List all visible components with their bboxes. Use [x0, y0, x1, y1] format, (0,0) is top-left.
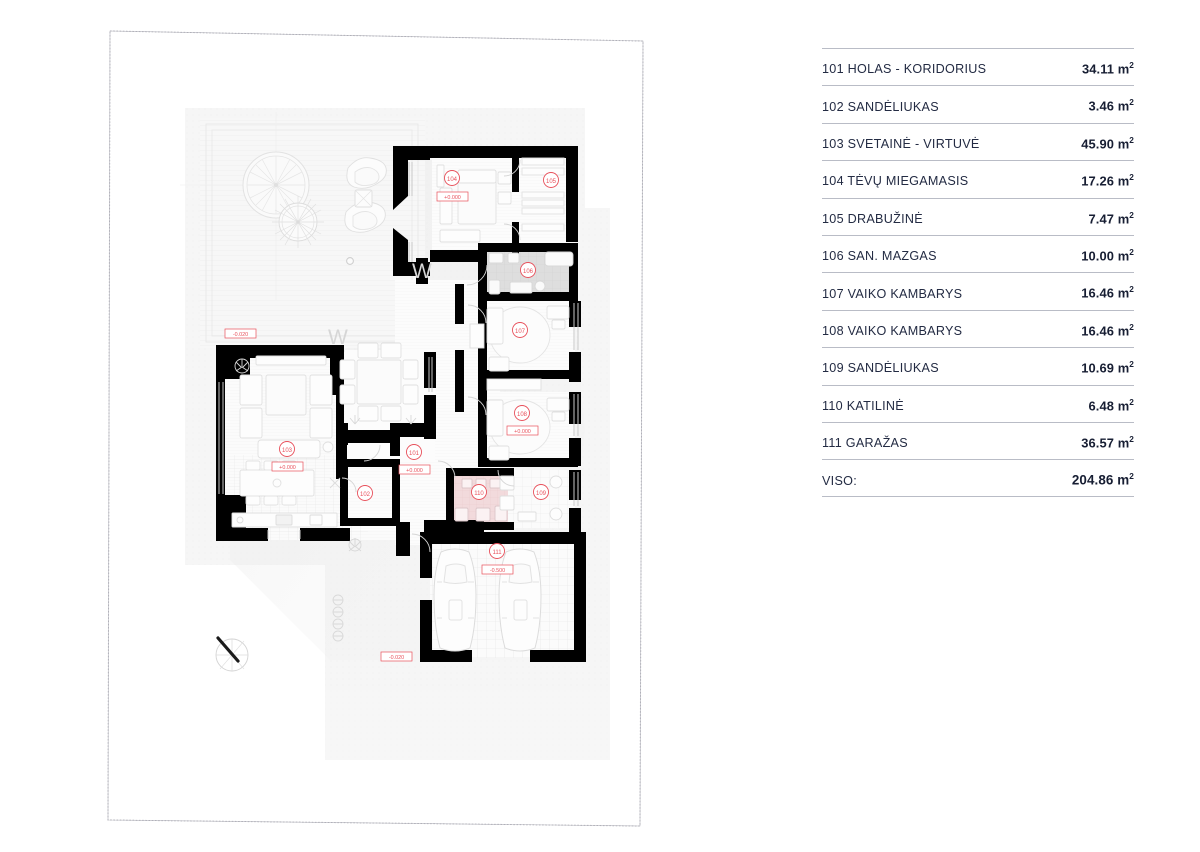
room-area: 3.46 m2 [1088, 97, 1134, 114]
svg-text:-0.020: -0.020 [233, 332, 248, 338]
furniture [231, 157, 574, 652]
floor-plan-drawing: 104 +0.000 105 106 107 108 [107, 30, 644, 827]
svg-text:W: W [412, 260, 432, 283]
room-name: 108 VAIKO KAMBARYS [822, 324, 963, 339]
room-tag-105: 105 [543, 172, 559, 188]
lounge-chair-icon [346, 157, 387, 189]
room-area: 45.90 m2 [1081, 134, 1134, 152]
table-row: 106 SAN. MAZGAS 10.00 m2 [822, 234, 1134, 272]
room-tag-111: 111 -0.500 [481, 543, 514, 575]
room-area: 16.46 m2 [1081, 284, 1134, 301]
room-tag-101: 101 +0.000 [398, 444, 431, 475]
plant-icon [349, 415, 417, 425]
svg-text:W: W [328, 326, 348, 349]
table-row: 110 KATILINĖ 6.48 m2 [822, 384, 1134, 422]
total-area: 204.86 m2 [1071, 471, 1134, 488]
svg-text:109: 109 [536, 491, 547, 497]
room-name: 111 GARAŽAS [822, 436, 908, 451]
car-icon [433, 548, 477, 652]
windows [218, 162, 579, 539]
shrub-icon [332, 594, 344, 642]
room-area: 10.69 m2 [1081, 359, 1134, 376]
svg-text:103: 103 [282, 448, 293, 454]
room-tag-102: 102 [357, 485, 373, 501]
room-name: 104 TĖVŲ MIEGAMASIS [822, 174, 969, 189]
room-name: 102 SANDĖLIUKAS [822, 99, 939, 114]
north-arrow-icon [215, 636, 249, 672]
table-row: 107 VAIKO KAMBARYS 16.46 m2 [822, 272, 1134, 309]
room-tag-104: 104 +0.000 [436, 170, 469, 202]
room-name: 106 SAN. MAZGAS [822, 249, 937, 264]
table-row: 105 DRABUŽINĖ 7.47 m2 [822, 197, 1134, 235]
room-name: 107 VAIKO KAMBARYS [822, 286, 963, 301]
svg-text:111: 111 [492, 550, 502, 556]
svg-text:+0.000: +0.000 [444, 195, 461, 201]
room-area: 16.46 m2 [1081, 321, 1134, 339]
plan-svg: 104 +0.000 105 106 107 108 [107, 30, 644, 827]
table-row: 108 VAIKO KAMBARYS 16.46 m2 [822, 309, 1134, 347]
svg-text:107: 107 [515, 329, 526, 335]
table-row: 101 HOLAS - KORIDORIUS 34.11 m2 [822, 48, 1134, 85]
room-area: 6.48 m2 [1088, 396, 1134, 413]
walls [216, 146, 586, 662]
room-tags: 104 +0.000 105 106 107 108 [224, 170, 559, 662]
table-row: 104 TĖVŲ MIEGAMASIS 17.26 m2 [822, 160, 1134, 197]
room-area: 17.26 m2 [1081, 172, 1134, 189]
lounge-chair-icon [344, 201, 386, 233]
room-area: 10.00 m2 [1081, 246, 1134, 264]
room-name: 109 SANDĖLIUKAS [822, 361, 939, 376]
room-name: 110 KATILINĖ [822, 398, 904, 413]
level-marker: -0.020 [380, 651, 413, 662]
area-schedule-table: 101 HOLAS - KORIDORIUS 34.11 m2 102 SAND… [822, 48, 1134, 497]
total-label: VISO: [822, 473, 857, 488]
site-annotation: W W [328, 260, 432, 349]
room-name: 101 HOLAS - KORIDORIUS [822, 62, 987, 77]
svg-text:104: 104 [447, 177, 458, 183]
svg-text:-0.500: -0.500 [490, 568, 505, 574]
room-area: 7.47 m2 [1088, 209, 1134, 226]
svg-text:+0.000: +0.000 [279, 465, 296, 471]
svg-text:108: 108 [517, 412, 528, 418]
svg-text:105: 105 [546, 179, 557, 185]
room-tag-106: 106 [520, 262, 536, 278]
plant-icon [234, 358, 250, 374]
car-icon [498, 548, 542, 652]
table-row-total: VISO: 204.86 m2 [822, 459, 1134, 497]
svg-text:110: 110 [474, 491, 484, 497]
table-row: 111 GARAŽAS 36.57 m2 [822, 421, 1134, 459]
room-tag-103: 103 +0.000 [271, 441, 304, 472]
terrace [180, 112, 430, 348]
room-name: 105 DRABUŽINĖ [822, 211, 923, 226]
plant-icon [348, 538, 362, 552]
svg-text:-0.020: -0.020 [389, 655, 404, 661]
svg-text:101: 101 [409, 451, 420, 457]
plot-boundary [107, 30, 644, 827]
table-row: 102 SANDĖLIUKAS 3.46 m2 [822, 85, 1134, 122]
door-swings [341, 159, 521, 553]
room-tag-107: 107 [512, 322, 528, 338]
svg-text:+0.000: +0.000 [514, 429, 531, 435]
table-row: 109 SANDĖLIUKAS 10.69 m2 [822, 347, 1134, 384]
room-tag-108: 108 +0.000 [506, 405, 539, 436]
side-table-icon [354, 189, 373, 208]
table-row: 103 SVETAINĖ - VIRTUVĖ 45.90 m2 [822, 122, 1134, 160]
room-area: 36.57 m2 [1081, 433, 1134, 451]
svg-text:106: 106 [523, 269, 534, 275]
room-area: 34.11 m2 [1081, 60, 1134, 77]
room-name: 103 SVETAINĖ - VIRTUVĖ [822, 137, 980, 152]
svg-text:102: 102 [360, 492, 371, 498]
terrace-plant-icon [272, 196, 324, 248]
room-tag-110: 110 [471, 484, 487, 500]
level-marker: -0.020 [224, 328, 257, 339]
svg-text:+0.000: +0.000 [406, 468, 423, 474]
room-tag-109: 109 [533, 484, 549, 500]
terrace-parasol-icon [242, 151, 310, 219]
